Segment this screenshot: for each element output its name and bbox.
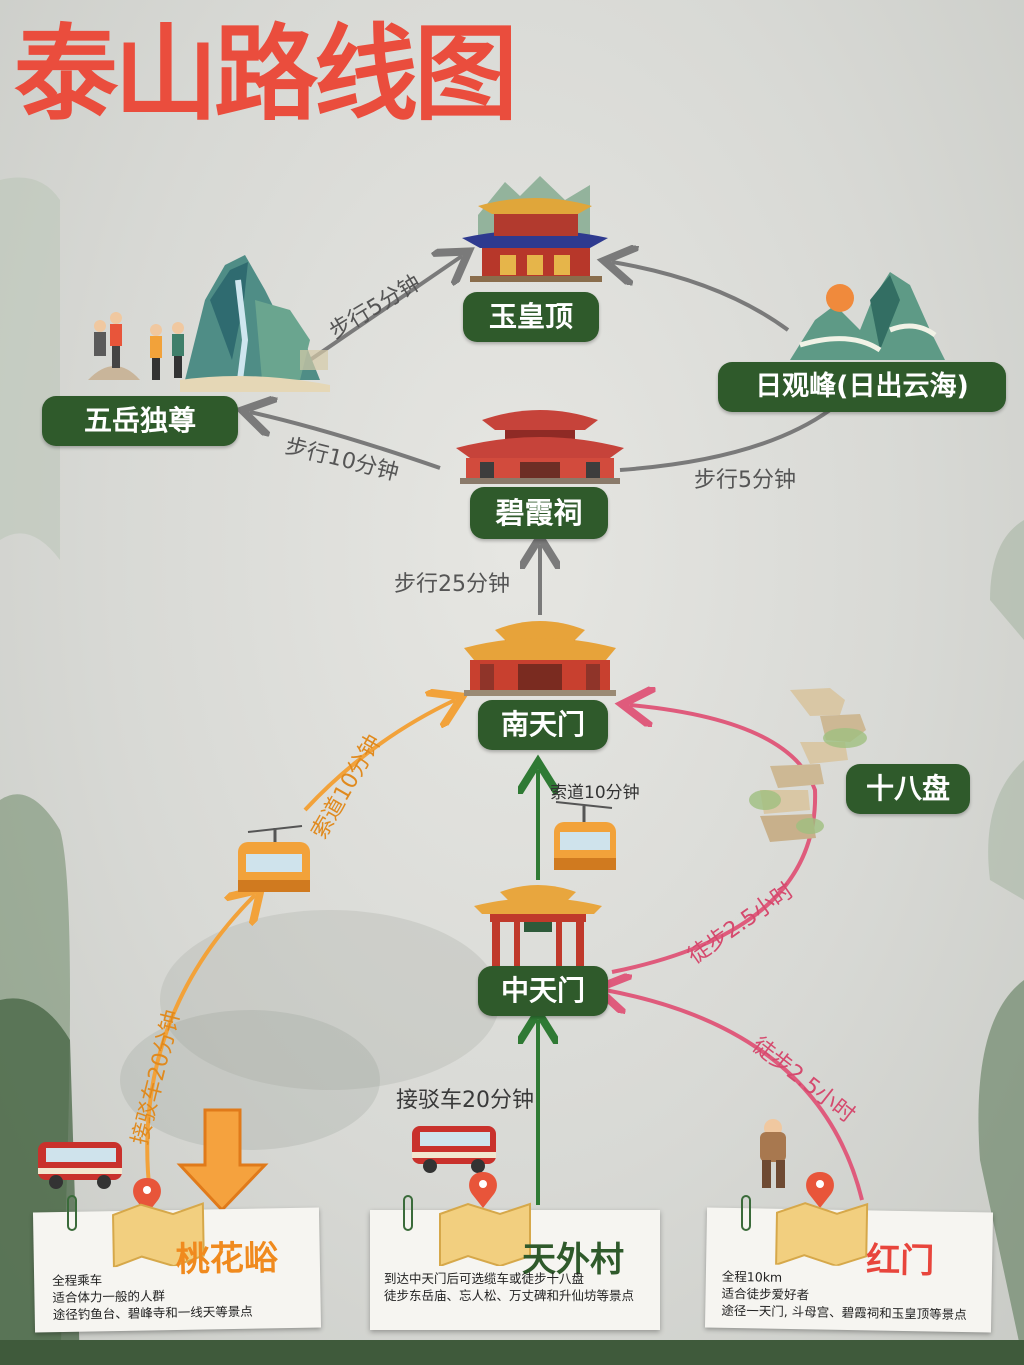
start-card-taohuayu[interactable]: 桃花峪 全程乘车 适合体力一般的人群 途径钓鱼台、碧峰寺和一线天等景点	[32, 1202, 322, 1333]
place-nantianmen[interactable]: 南天门	[478, 700, 608, 750]
card-line: 徒步东岳庙、忘人松、万丈碑和升仙坊等景点	[384, 1288, 635, 1303]
route-label-tianwai-bus: 接驳车20分钟	[396, 1088, 534, 1113]
place-bixiaci[interactable]: 碧霞祠	[470, 487, 608, 539]
place-zhongtianmen[interactable]: 中天门	[478, 966, 608, 1016]
map-title: 泰山路线图	[14, 22, 518, 126]
map-title-text: 泰山路线图	[14, 13, 518, 135]
card-description: 到达中天门后可选缆车或徒步十八盘 徒步东岳庙、忘人松、万丈碑和升仙坊等景点	[384, 1270, 634, 1304]
place-riguanfeng[interactable]: 日观峰(日出云海)	[718, 362, 1006, 412]
arrow-zhong-hike	[611, 705, 818, 974]
folded-map-icon	[112, 1202, 205, 1268]
route-label-nantian-bixia: 步行25分钟	[394, 572, 510, 597]
arrow-taohua-bus	[145, 895, 255, 1196]
start-card-tianwaicun[interactable]: 天外村 到达中天门后可选缆车或徒步十八盘 徒步东岳庙、忘人松、万丈碑和升仙坊等景…	[370, 1202, 660, 1330]
place-wuyueduzun[interactable]: 五岳独尊	[42, 396, 238, 446]
arrow-riguan-to-yuhuang	[612, 262, 790, 332]
place-shibapan[interactable]: 十八盘	[846, 764, 970, 814]
route-label-bixia-riguan: 步行5分钟	[694, 468, 796, 493]
card-line: 到达中天门后可选缆车或徒步十八盘	[384, 1271, 585, 1286]
arrow-bixia-to-riguan	[619, 408, 832, 472]
arrow-bixia-to-wuyue	[250, 412, 441, 470]
place-yuhuangding[interactable]: 玉皇顶	[463, 292, 599, 342]
arrow-hongmen-hike	[605, 990, 864, 1201]
arrow-taohua-cable	[303, 700, 455, 812]
card-name: 天外村	[522, 1240, 624, 1280]
start-card-hongmen[interactable]: 红门 全程10km 适合徒步爱好者 途径一天门, 斗母宫、碧霞祠和玉皇顶等景点	[704, 1202, 994, 1333]
folded-map-icon	[775, 1202, 869, 1267]
route-label-zhong-cable: 索道10分钟	[550, 783, 640, 803]
arrow-wuyue-to-yuhuang	[308, 256, 462, 362]
folded-map-icon	[439, 1202, 531, 1266]
